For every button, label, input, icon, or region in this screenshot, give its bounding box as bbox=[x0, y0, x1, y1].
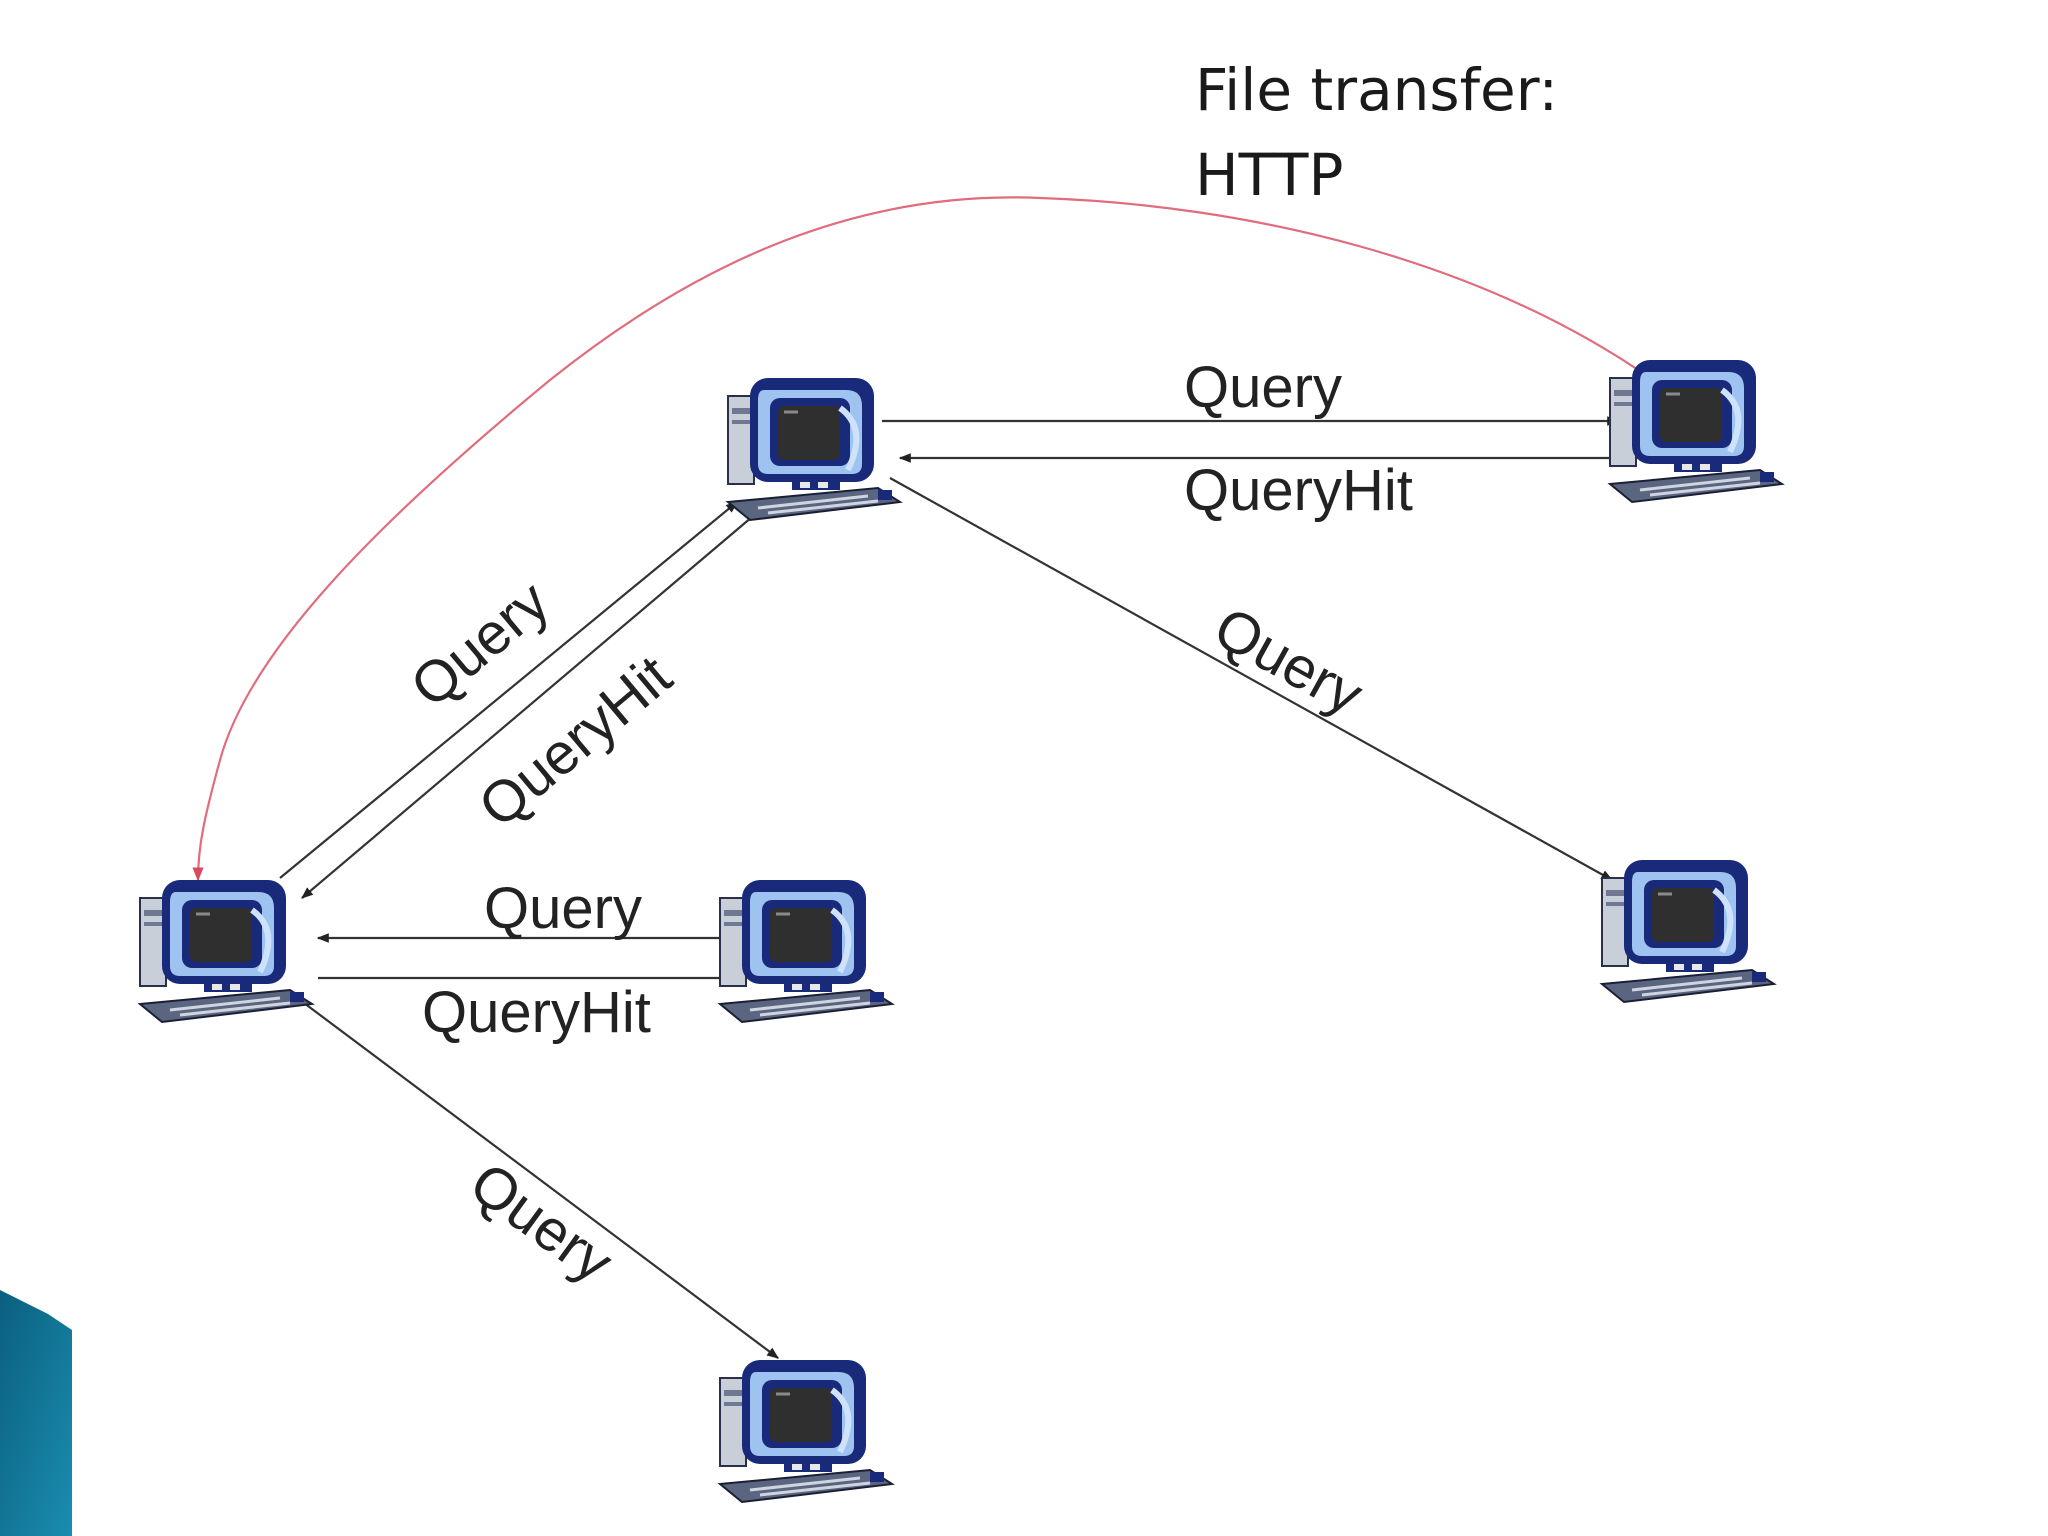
query-arrow-center-to-rightmid bbox=[889, 477, 1614, 881]
queryhit-arrow-center-to-left bbox=[301, 499, 773, 899]
edge-label-query: Query bbox=[1204, 595, 1374, 728]
edge-label-queryhit: QueryHit bbox=[467, 643, 684, 840]
edge-label-query: Query bbox=[484, 876, 642, 941]
file-transfer-label: File transfer: bbox=[1195, 56, 1558, 124]
slide-corner-accent bbox=[0, 1290, 72, 1536]
edge-label-query: Query bbox=[458, 1150, 624, 1295]
peer-right-top bbox=[1610, 360, 1782, 502]
edge-label-query: Query bbox=[399, 569, 562, 720]
query-arrow-left-to-center bbox=[279, 501, 738, 879]
computer-icon bbox=[1602, 860, 1774, 1002]
edge-label-queryhit: QueryHit bbox=[1184, 458, 1413, 523]
file-transfer-protocol: HTTP bbox=[1195, 141, 1343, 209]
peer-right-mid bbox=[1602, 860, 1774, 1002]
computer-icon bbox=[720, 880, 892, 1022]
edge-label-queryhit: QueryHit bbox=[422, 980, 651, 1045]
http-transfer-arrow bbox=[192, 196, 1651, 882]
computer-icon bbox=[720, 1360, 892, 1502]
peer-bottom bbox=[720, 1360, 892, 1502]
peer-center-top bbox=[728, 378, 900, 520]
computer-icon bbox=[1610, 360, 1782, 502]
peer-left bbox=[140, 880, 312, 1022]
computer-icon bbox=[140, 880, 312, 1022]
query-arrow-left-to-bottom bbox=[299, 999, 779, 1359]
edge-label-query: Query bbox=[1184, 355, 1342, 420]
peer-center-mid bbox=[720, 880, 892, 1022]
computer-icon bbox=[728, 378, 900, 520]
